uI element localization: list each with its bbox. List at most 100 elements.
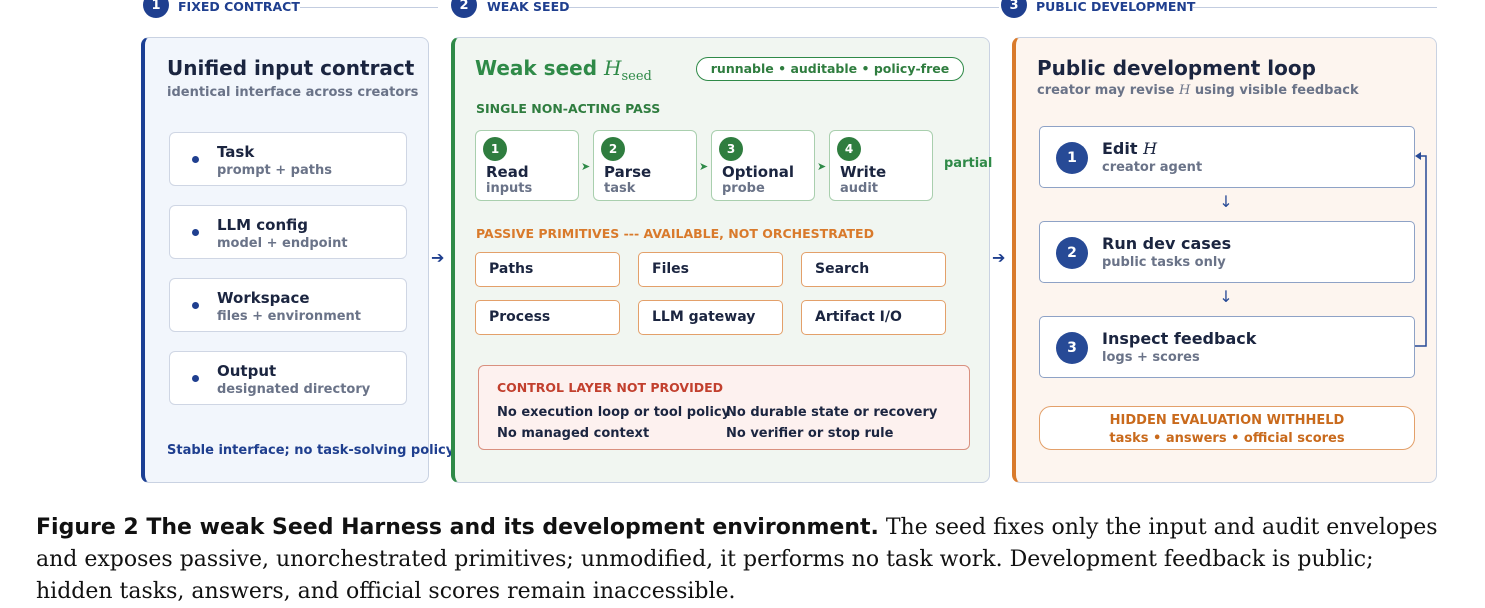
arrow-right-icon: ➔ [431,248,445,267]
arrow-down-icon: ↓ [1219,192,1233,211]
stage-number: 1 [143,0,169,18]
step-sub: public tasks only [1102,255,1226,270]
caption-body: The seed fixes only the input and audit … [36,515,1438,604]
primitive-llm-gateway: LLM gateway [638,300,783,335]
stage-label: WEAK SEED [487,0,570,14]
dev-subtitle-post: using visible feedback [1194,83,1359,98]
contract-item-sub: prompt + paths [217,163,332,178]
seed-symbol: H [604,56,622,80]
step-sub: audit [840,181,879,196]
step-title-text: Edit [1102,139,1138,158]
step-number: 1 [1056,142,1088,174]
step-title: Inspect feedback [1102,329,1257,348]
bullet-icon [192,375,199,382]
dev-step-run: 2 Run dev cases public tasks only [1039,221,1415,283]
seed-title-text: Weak seed [475,56,598,80]
hidden-evaluation-items: tasks • answers • official scores [1109,431,1345,446]
contract-title: Unified input contract [167,56,415,80]
seed-step-optional: 3 Optional probe [711,130,815,201]
primitives-label: PASSIVE PRIMITIVES --- AVAILABLE, NOT OR… [476,226,874,241]
hidden-evaluation-box: HIDDEN EVALUATION WITHHELD tasks • answe… [1039,406,1415,450]
stage-number: 2 [451,0,477,18]
contract-panel: Unified input contract identical interfa… [141,37,458,483]
seed-properties-badge: runnable • auditable • policy-free [696,57,964,81]
step-number: 2 [601,137,625,161]
primitive-search: Search [801,252,946,287]
primitive-process: Process [475,300,620,335]
step-title: Edit H [1102,139,1157,158]
contract-item-title: Task [217,143,255,161]
arrow-right-icon: ➤ [699,160,709,173]
contract-item-title: Workspace [217,289,310,307]
contract-footer: Stable interface; no task-solving policy… [167,443,458,458]
dev-subtitle-symbol: H [1178,83,1191,98]
seed-step-parse: 2 Parse task [593,130,697,201]
step-title: Read [486,163,529,181]
step-number: 3 [719,137,743,161]
control-layer-item: No managed context [497,426,650,441]
dev-step-edit: 1 Edit H creator agent [1039,126,1415,188]
seed-step-read: 1 Read inputs [475,130,579,201]
contract-item-sub: designated directory [217,382,371,397]
step-sub: task [604,181,636,196]
contract-item-title: LLM config [217,216,308,234]
seed-step-write: 4 Write audit [829,130,933,201]
step-number: 2 [1056,237,1088,269]
step-title: Write [840,163,887,181]
step-number: 3 [1056,332,1088,364]
control-layer-title: CONTROL LAYER NOT PROVIDED [497,380,724,395]
stage-divider [569,7,999,8]
control-layer-item: No verifier or stop rule [726,426,894,441]
figure-caption: Figure 2 The weak Seed Harness and its d… [36,512,1448,608]
step-sub: creator agent [1102,160,1203,175]
seed-panel: Weak seed Hseed runnable • auditable • p… [451,37,993,483]
step-sub: inputs [486,181,533,196]
contract-item-sub: files + environment [217,309,362,324]
bullet-icon [192,229,199,236]
dev-title: Public development loop [1037,56,1316,80]
contract-item-output: Output designated directory [169,351,407,405]
dev-subtitle-pre: creator may revise [1037,83,1175,98]
contract-item-workspace: Workspace files + environment [169,278,407,332]
primitive-files: Files [638,252,783,287]
control-layer-item: No durable state or recovery [726,405,938,420]
partial-label: partial [944,156,993,171]
step-number: 4 [837,137,861,161]
hidden-evaluation-title: HIDDEN EVALUATION WITHHELD [1109,413,1345,428]
contract-item-llm-config: LLM config model + endpoint [169,205,407,259]
seed-symbol-subscript: seed [621,69,652,84]
dev-panel: Public development loop creator may revi… [1012,37,1437,483]
step-sub: probe [722,181,765,196]
primitive-paths: Paths [475,252,620,287]
contract-item-sub: model + endpoint [217,236,348,251]
step-title-symbol: H [1143,139,1158,158]
stage-label: PUBLIC DEVELOPMENT [1036,0,1196,14]
step-sub: logs + scores [1102,350,1200,365]
dev-subtitle: creator may revise H using visible feedb… [1037,83,1359,98]
arrow-right-icon: ➤ [581,160,591,173]
caption-lead: Figure 2 The weak Seed Harness and its d… [36,515,879,540]
arrow-down-icon: ↓ [1219,287,1233,306]
arrow-right-icon: ➔ [992,248,1006,267]
step-title: Parse [604,163,652,181]
seed-pass-label: SINGLE NON-ACTING PASS [476,101,661,116]
stage-divider [300,7,438,8]
arrow-right-icon: ➤ [817,160,827,173]
stage-divider [1192,7,1437,8]
control-layer-item: No execution loop or tool policy [497,405,731,420]
step-title: Run dev cases [1102,234,1232,253]
contract-item-task: Task prompt + paths [169,132,407,186]
contract-subtitle: identical interface across creators [167,85,419,100]
dev-step-inspect: 3 Inspect feedback logs + scores [1039,316,1415,378]
loop-back-arrow-icon [1415,152,1427,347]
primitive-artifact-io: Artifact I/O [801,300,946,335]
step-number: 1 [483,137,507,161]
stage-label: FIXED CONTRACT [178,0,300,14]
contract-item-title: Output [217,362,277,380]
bullet-icon [192,156,199,163]
control-layer-box: CONTROL LAYER NOT PROVIDED No execution … [478,365,970,450]
step-title: Optional [722,163,795,181]
seed-title: Weak seed Hseed [475,56,652,84]
bullet-icon [192,302,199,309]
stage-number: 3 [1001,0,1027,18]
